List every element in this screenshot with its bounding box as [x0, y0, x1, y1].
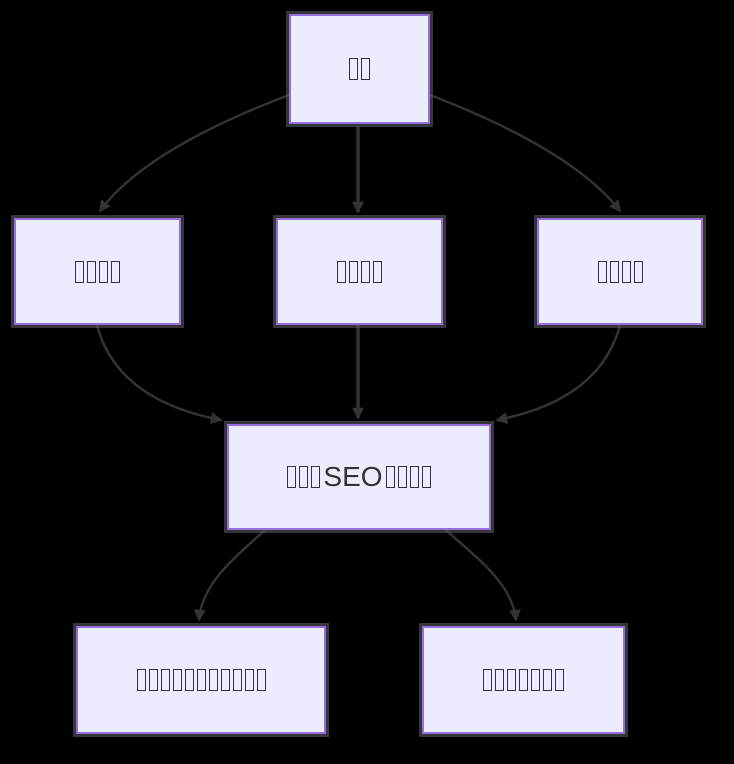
node-result-left-label	[136, 669, 266, 691]
missing-glyph-box	[87, 260, 96, 283]
node-branch-center	[276, 218, 443, 325]
missing-glyph-box	[597, 260, 607, 283]
node-branch-center-label	[337, 260, 382, 283]
node-branch-right	[537, 218, 703, 325]
edge-seo-to-result-right	[445, 529, 521, 622]
missing-glyph-box	[111, 260, 120, 283]
node-root	[289, 14, 430, 124]
missing-glyph-box	[385, 466, 395, 488]
edge-root-to-branch-right	[429, 93, 622, 213]
missing-glyph-box	[507, 669, 516, 691]
missing-glyph-box	[172, 669, 182, 691]
edge-seo-to-result-left	[193, 529, 266, 622]
missing-glyph-box	[337, 260, 346, 283]
node-result-right	[422, 626, 625, 734]
missing-glyph-box	[75, 260, 84, 283]
node-seo-core: SEO	[227, 424, 491, 530]
missing-glyph-box	[287, 466, 297, 488]
node-root-label	[349, 58, 370, 80]
missing-glyph-box	[373, 260, 382, 283]
missing-glyph-box	[609, 260, 619, 283]
missing-glyph-box	[421, 466, 431, 488]
missing-glyph-box	[244, 669, 254, 691]
missing-glyph-box	[621, 260, 631, 283]
missing-glyph-box	[543, 669, 552, 691]
missing-glyph-box	[397, 466, 407, 488]
missing-glyph-box	[160, 669, 170, 691]
missing-glyph-box	[299, 466, 309, 488]
missing-glyph-box	[349, 260, 358, 283]
missing-glyph-box	[531, 669, 540, 691]
node-branch-left-label	[75, 260, 120, 283]
missing-glyph-box	[519, 669, 528, 691]
edge-branch-right-to-seo	[495, 324, 622, 424]
missing-glyph-box	[256, 669, 266, 691]
missing-glyph-box	[232, 669, 242, 691]
missing-glyph-box	[220, 669, 230, 691]
node-result-left	[76, 626, 326, 734]
missing-glyph-box	[495, 669, 504, 691]
missing-glyph-box	[555, 669, 564, 691]
edge-branch-left-to-seo	[95, 324, 223, 425]
missing-glyph-box	[184, 669, 194, 691]
missing-glyph-box	[633, 260, 643, 283]
missing-glyph-box	[311, 466, 321, 488]
node-seo-core-label: SEO	[287, 463, 431, 491]
missing-glyph-box	[361, 260, 370, 283]
node-result-right-label	[483, 669, 564, 691]
missing-glyph-box	[349, 58, 358, 80]
missing-glyph-box	[208, 669, 218, 691]
node-branch-right-label	[597, 260, 643, 283]
node-branch-left	[14, 218, 181, 325]
missing-glyph-box	[196, 669, 206, 691]
edge-root-to-branch-left	[98, 93, 290, 213]
missing-glyph-box	[148, 669, 158, 691]
missing-glyph-box	[483, 669, 492, 691]
missing-glyph-box	[361, 58, 370, 80]
missing-glyph-box	[136, 669, 146, 691]
missing-glyph-box	[99, 260, 108, 283]
missing-glyph-box	[409, 466, 419, 488]
